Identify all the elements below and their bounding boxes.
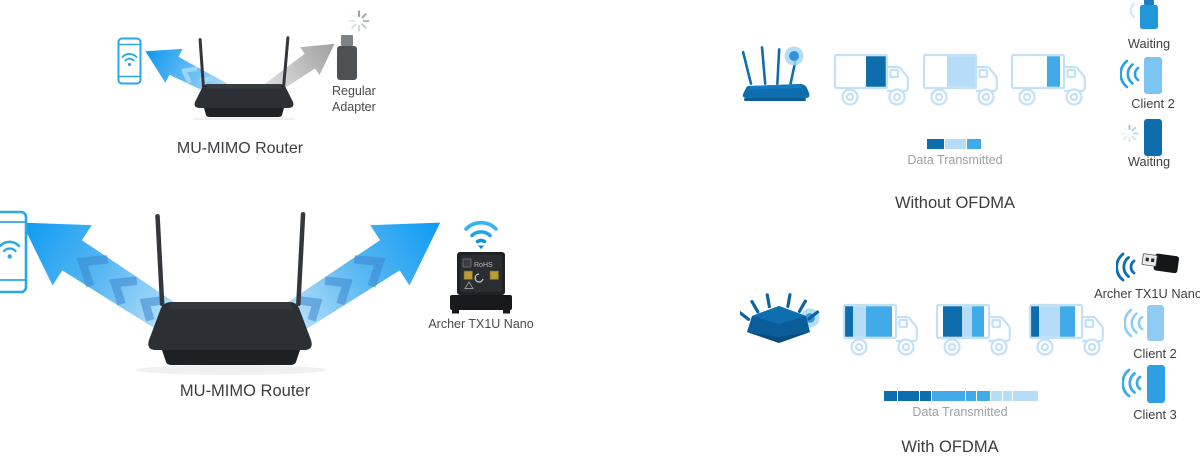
wifi-signal-icon: [1124, 308, 1144, 338]
regular-adapter-label-line2: Adapter: [332, 99, 376, 114]
client-phone: [1144, 57, 1162, 94]
with-ofdma-title: With OFDMA: [901, 438, 999, 456]
without-ofdma-title: Without OFDMA: [894, 194, 1016, 212]
device-label: Archer TX1U Nano: [1094, 286, 1200, 301]
router-blue-icon: [742, 46, 810, 101]
bar-caption: Data Transmitted: [907, 153, 1003, 167]
regular-usb-adapter-icon: [337, 35, 357, 80]
with-ofdma-bar: [884, 391, 1038, 401]
client-phone: [1147, 305, 1164, 341]
bar-segment-dark: [920, 391, 931, 401]
without-ofdma-section: Waiting Client 2 Waiting: [720, 0, 1200, 220]
router-icon: [192, 36, 296, 120]
truck-icon: [935, 303, 1011, 356]
with-ofdma-section: Archer TX1U Nano Client 2 Client 3 Data …: [720, 240, 1200, 458]
bar-segment-mid: [966, 391, 976, 401]
wifi-signal-icon: [1120, 59, 1140, 89]
big-blue-arrow-left-icon: [21, 222, 195, 343]
bar-segment-mid: [967, 139, 981, 149]
bar-segment-mid: [932, 391, 965, 401]
without-ofdma-bar: [927, 139, 981, 149]
client-phone: [1144, 119, 1162, 156]
usb-adapter-device-icon: [1140, 0, 1158, 29]
device-label: Waiting: [1127, 36, 1171, 51]
device-label: Waiting: [1127, 154, 1171, 169]
mu-mimo-archer-section: RoHS Archer TX1U Nano MU-MIMO Router: [0, 190, 560, 458]
bar-segment-dark: [898, 391, 919, 401]
client-phone: [1147, 365, 1165, 403]
bar-segment-light: [991, 391, 1002, 401]
bar-segment-light: [945, 139, 966, 149]
bar-segment-light: [1013, 391, 1038, 401]
device-label: Client 2: [1133, 346, 1177, 361]
wifi-signal-icon: [1122, 368, 1142, 398]
bar-segment-light: [1003, 391, 1012, 401]
loading-spinner-icon: [348, 10, 370, 32]
adapter-marking-text: RoHS: [474, 262, 493, 269]
bar-segment-mid: [977, 391, 990, 401]
wifi-signal-icon: [1116, 252, 1136, 282]
big-blue-arrow-right-icon: [267, 222, 441, 343]
mu-mimo-router-caption-bottom: MU-MIMO Router: [179, 382, 311, 400]
regular-adapter-label-line1: Regular: [332, 84, 376, 98]
nano-adapter-device-icon: [1141, 253, 1180, 274]
truck-icon: [833, 53, 909, 106]
router-icon: [136, 212, 326, 375]
truck-icon: [922, 53, 998, 106]
truck-icon: [1028, 303, 1104, 356]
truck-icon: [1010, 53, 1086, 106]
smartphone-icon: [0, 210, 28, 294]
bar-segment-dark: [884, 391, 897, 401]
wifi-icon: [464, 220, 498, 250]
regular-adapter-label: Regular Adapter: [322, 84, 392, 115]
truck-icon: [842, 303, 918, 356]
partial-spinner-icon: [1129, 2, 1136, 19]
loading-spinner-icon: [1120, 124, 1139, 143]
gaming-router-icon: [740, 293, 820, 343]
archer-tx1u-nano-icon: RoHS: [450, 252, 512, 314]
archer-adapter-label: Archer TX1U Nano: [428, 317, 534, 331]
mu-mimo-regular-section: Regular Adapter MU-MIMO Router: [0, 0, 560, 180]
device-label: Client 3: [1133, 407, 1177, 422]
mu-mimo-router-caption-top: MU-MIMO Router: [176, 140, 304, 157]
bar-segment-dark: [927, 139, 944, 149]
device-label: Client 2: [1131, 96, 1175, 111]
bar-caption: Data Transmitted: [912, 405, 1008, 419]
smartphone-icon: [117, 37, 142, 85]
